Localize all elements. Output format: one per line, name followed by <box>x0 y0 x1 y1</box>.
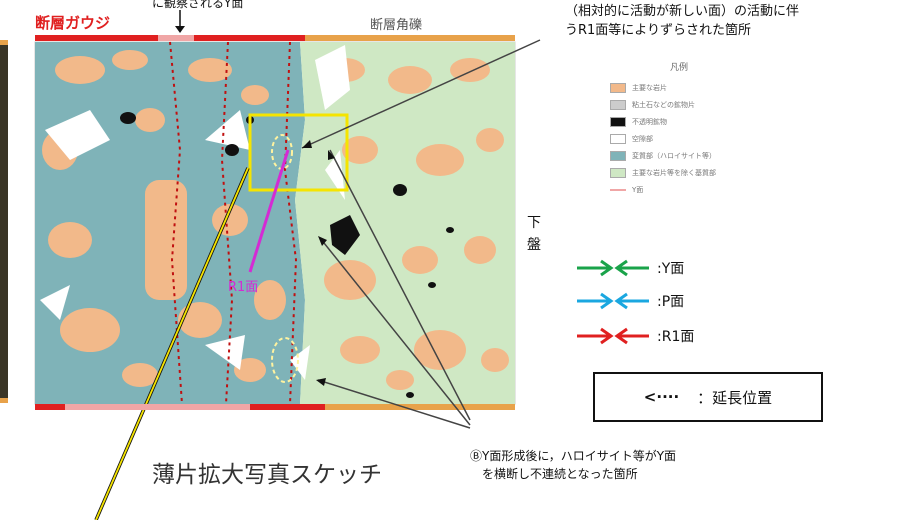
photo-strip-bottom-accent <box>0 398 8 403</box>
breccia-label: 断層角礫 <box>370 18 423 33</box>
legend-swatch <box>610 83 626 93</box>
top-note-line2: うR1面等によりずらされた箇所 <box>565 23 752 38</box>
lower-char-2: 盤 <box>527 237 541 253</box>
legend-label: 変質部（ハロイサイト等） <box>632 152 716 160</box>
photo-strip-left <box>0 40 8 400</box>
lower-char-1: 下 <box>527 215 541 231</box>
r1-dotted-lines <box>169 41 298 405</box>
legend-swatch <box>610 117 626 127</box>
r1-plane-label: :R1面 <box>657 329 695 345</box>
r1-line <box>248 149 290 273</box>
void-spaces <box>40 45 350 380</box>
legend: 凡例 主要な岩片 粘土石などの鉱物片 不透明鉱物 空隙部 変質部（ハロイサイト等… <box>610 60 830 220</box>
bottom-breccia-bar <box>325 404 515 410</box>
bottom-note-line2: を横断し不連続となった箇所 <box>482 467 638 481</box>
r1-arrows-icon <box>577 327 649 345</box>
observed-y-arrow-head <box>175 26 185 33</box>
p-arrows-icon <box>577 292 649 310</box>
legend-title: 凡例 <box>670 63 689 73</box>
yellow-pointer-line <box>95 167 249 520</box>
y-plane-arrows: :Y面 <box>575 258 684 278</box>
legend-label: 不透明鉱物 <box>632 118 667 126</box>
y-plane-label: :Y面 <box>657 261 685 277</box>
legend-label: 主要な岩片等を除く基質部 <box>632 169 716 177</box>
legend-label: 空隙部 <box>632 135 653 143</box>
legend-item: 主要な岩片 <box>610 82 667 94</box>
photo-strip-top-accent <box>0 40 8 45</box>
r1-plane-arrows: :R1面 <box>575 326 694 346</box>
p-plane-arrows: :P面 <box>575 291 684 311</box>
enlargement-box <box>248 113 349 192</box>
legend-item: 不透明鉱物 <box>610 116 667 128</box>
legend-swatch <box>610 134 626 144</box>
legend-swatch <box>610 100 626 110</box>
top-breccia-bar <box>305 35 515 41</box>
legend-item: 変質部（ハロイサイト等） <box>610 150 716 162</box>
legend-label: 主要な岩片 <box>632 84 667 92</box>
legend-item: 空隙部 <box>610 133 653 145</box>
legend-item: 主要な岩片等を除く基質部 <box>610 167 716 179</box>
legend-item: 粘土石などの鉱物片 <box>610 99 695 111</box>
opaque-minerals <box>120 112 454 398</box>
observed-y-label: に観察されるY面 <box>152 0 244 10</box>
p-plane-label: :P面 <box>657 294 685 310</box>
rock-fragments <box>42 50 509 390</box>
y-arrows-icon <box>577 259 649 277</box>
breccia-region <box>295 42 515 404</box>
legend-item: Y面 <box>610 184 643 196</box>
bottom-note-line1: ⒷY面形成後に，ハロイサイト等がY面 <box>470 449 677 463</box>
gouge-label: 断層ガウジ <box>35 14 111 32</box>
bottom-note: ⒷY面形成後に，ハロイサイト等がY面 を横断し不連続となった箇所 <box>470 447 676 483</box>
top-y-bar <box>158 35 194 41</box>
top-note: （相対的に活動が新しい面）の活動に伴 うR1面等によりずらされた箇所 <box>565 2 799 40</box>
legend-label: Y面 <box>632 186 644 194</box>
pointer-heads <box>302 140 335 386</box>
legend-swatch <box>610 151 626 161</box>
highlight-ellipse-lower <box>271 337 299 383</box>
top-note-line1: （相対的に活動が新しい面）の活動に伴 <box>565 4 800 19</box>
r1-label: R1面 <box>228 280 259 295</box>
legend-swatch <box>610 168 626 178</box>
extension-glyph: <···· <box>643 388 680 406</box>
lower-block-label: 下 盤 <box>527 212 541 256</box>
sketch-caption: 薄片拡大写真スケッチ <box>152 462 382 488</box>
pointer-lines <box>301 39 541 429</box>
extension-label: ：延長位置 <box>697 388 773 407</box>
legend-swatch <box>610 189 626 191</box>
extension-position-box: <···· ：延長位置 <box>593 372 823 422</box>
bottom-y-bar <box>65 404 250 410</box>
legend-label: 粘土石などの鉱物片 <box>632 101 695 109</box>
